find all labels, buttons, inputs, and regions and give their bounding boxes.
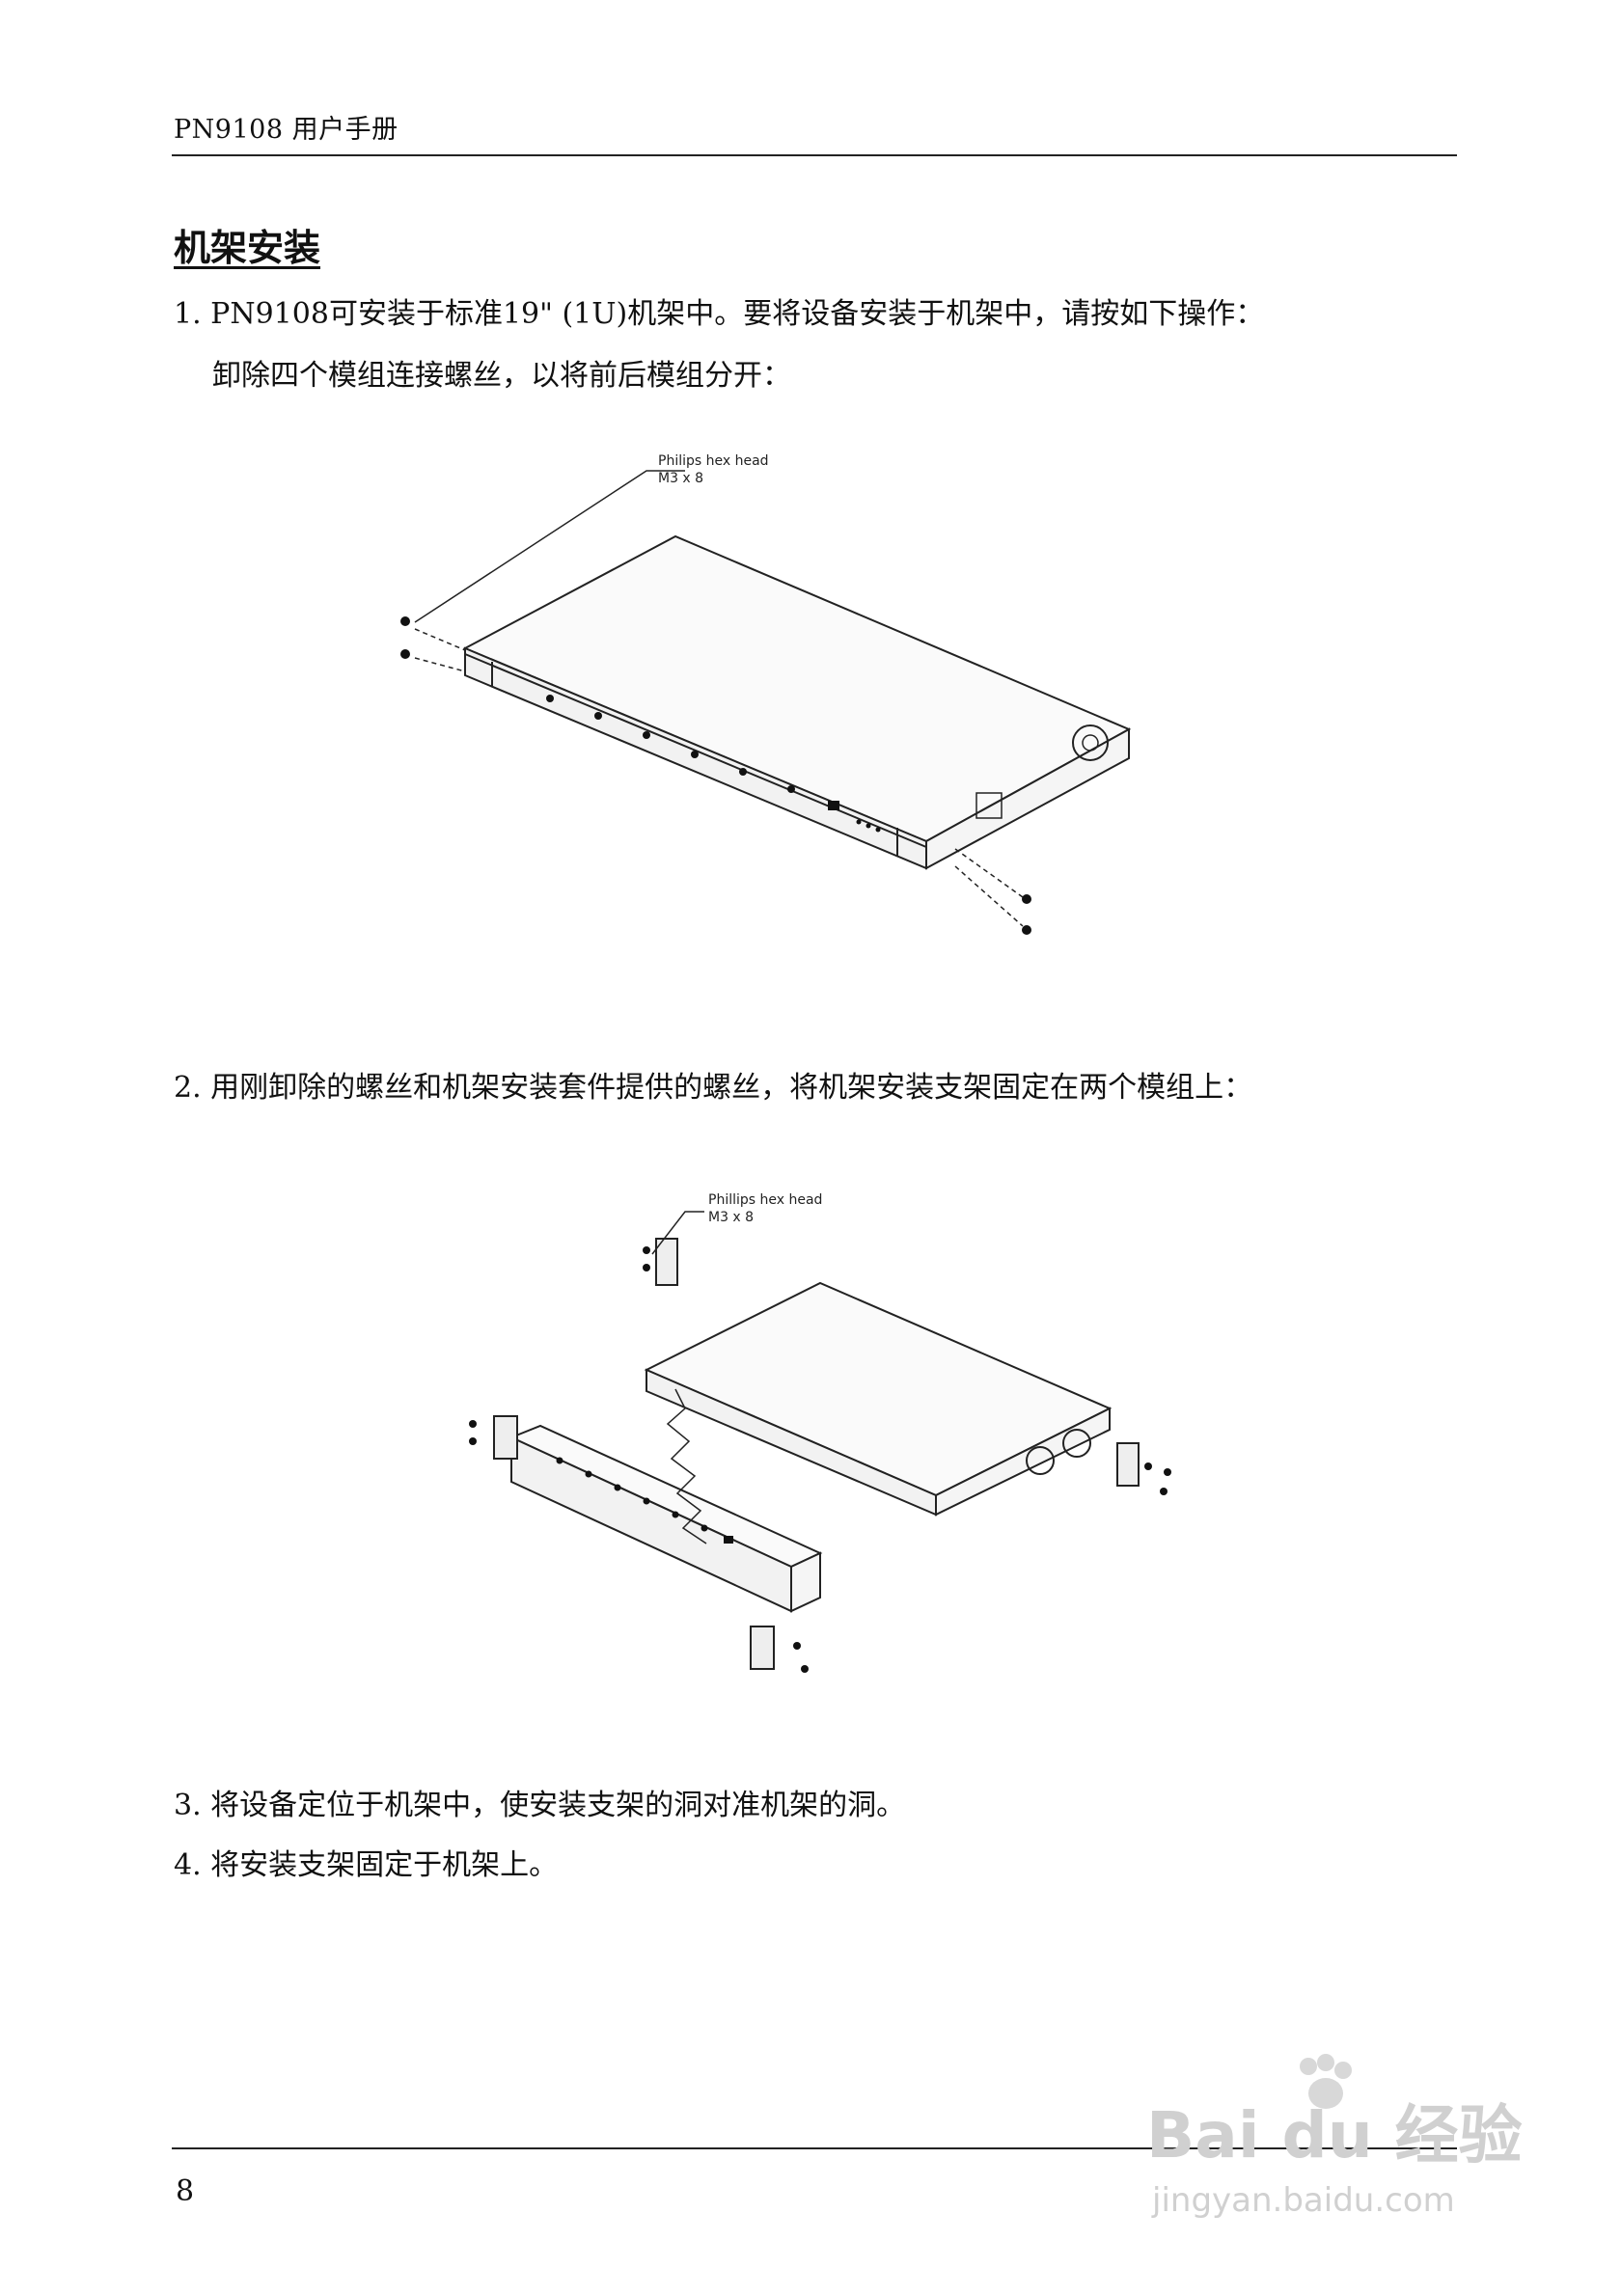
watermark-url: jingyan.baidu.com	[1151, 2181, 1455, 2220]
step-1-subtext: 卸除四个模组连接螺丝，以将前后模组分开：	[212, 359, 791, 393]
page-number: 8	[176, 2174, 195, 2208]
step-2-text: 2. 用刚卸除的螺丝和机架安装套件提供的螺丝，将机架安装支架固定在两个模组上：	[174, 1071, 1253, 1105]
figure-remove-screws: Philips hex head M3 x 8	[400, 453, 1132, 935]
running-header: PN9108 用户手册	[174, 115, 398, 145]
baidu-watermark-logo: Bai du 经验 jingyan.baidu.com	[1146, 2054, 1523, 2220]
step-1-text: 1. PN9108可安装于标准19" (1U)机架中。要将设备安装于机架中，请按…	[174, 297, 1265, 331]
header-rule	[172, 154, 1457, 156]
figure1-callout-line1: Philips hex head	[658, 453, 769, 469]
section-title: 机架安装	[174, 227, 321, 269]
watermark-brand: Bai du 经验	[1146, 2098, 1523, 2173]
figure-attach-brackets: Phillips hex head M3 x 8	[469, 1192, 1171, 1673]
footer-rule	[172, 2147, 1457, 2149]
figure2-callout-line1: Phillips hex head	[708, 1192, 822, 1208]
figure2-callout-line2: M3 x 8	[708, 1210, 754, 1225]
step-4-text: 4. 将安装支架固定于机架上。	[174, 1848, 559, 1882]
step-3-text: 3. 将设备定位于机架中，使安装支架的洞对准机架的洞。	[174, 1789, 906, 1822]
figure1-callout-line2: M3 x 8	[658, 471, 703, 486]
